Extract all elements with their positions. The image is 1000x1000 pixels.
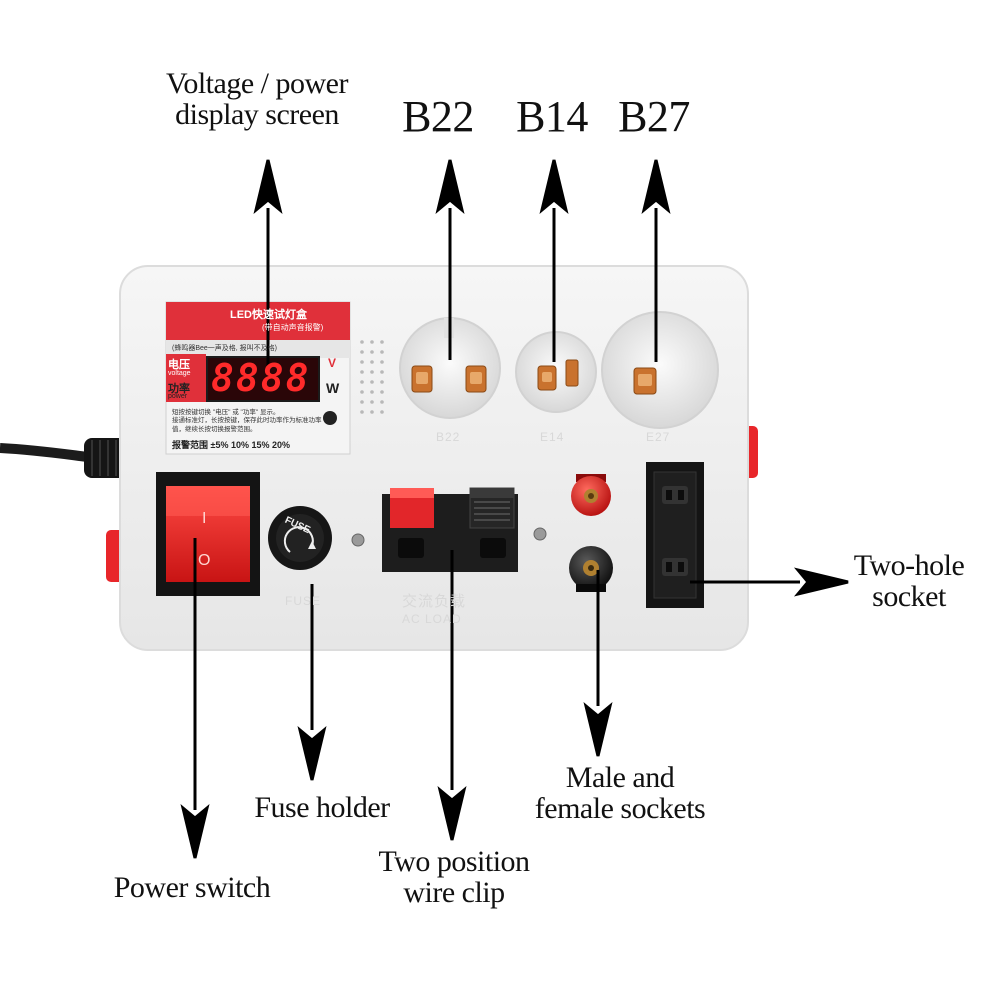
ac-load-en-marking: AC LOAD <box>402 612 462 626</box>
socket-e14-marking: E14 <box>540 430 565 444</box>
instruction-note-2: 接通标准灯，长按按键，保存此时功率作为标准功率值，继续长按切换报警范围。 <box>172 417 322 433</box>
buzzer-grille <box>360 340 384 414</box>
unit-w: W <box>326 380 340 396</box>
screw-left <box>351 533 365 547</box>
power-cable <box>0 438 128 478</box>
callout-arrows <box>180 159 849 859</box>
label-fuse-holder: Fuse holder <box>254 791 390 824</box>
male-female-sockets[interactable] <box>569 474 613 592</box>
instruction-note-1: 短按按键切换 "电压" 或 "功率" 显示。 <box>172 409 280 416</box>
fuse-marking: FUSE <box>285 594 322 608</box>
label-two-position-wire-clip: Two position wire clip <box>378 845 530 909</box>
display-panel <box>165 301 351 455</box>
power-switch[interactable] <box>156 472 260 596</box>
ac-load-cn-marking: 交流负载 <box>402 593 467 610</box>
screw-right <box>533 527 547 541</box>
panel-title: LED快速试灯盒 <box>230 309 307 321</box>
panel-subtitle: (带自动声音报警) <box>262 323 324 332</box>
alarm-range: 报警范围 ±5% 10% 15% 20% <box>172 440 290 450</box>
wire-clip[interactable] <box>382 487 518 572</box>
socket-e27-marking: E27 <box>646 430 671 444</box>
buzzer-note: (蜂鸣器Bee一声及格, 报叫不及格) <box>172 345 278 352</box>
b27-socket[interactable] <box>601 311 719 429</box>
fuse-holder[interactable] <box>268 506 332 570</box>
switch-off-mark: O <box>198 552 211 569</box>
voltage-cn: 电压 <box>168 359 190 371</box>
label-display-screen: Voltage / power display screen <box>166 67 348 131</box>
unit-v: V <box>328 356 337 370</box>
switch-on-mark: I <box>202 510 207 527</box>
voltage-en: voltage <box>168 370 191 377</box>
label-b27: B27 <box>618 92 690 141</box>
two-hole-socket[interactable] <box>646 462 704 608</box>
b22-socket[interactable] <box>399 317 501 419</box>
label-power-switch: Power switch <box>113 871 271 904</box>
socket-b22-marking: B22 <box>436 430 461 444</box>
label-two-hole-socket: Two-hole socket <box>853 549 965 613</box>
label-b22: B22 <box>402 92 474 141</box>
b14-socket[interactable] <box>515 331 597 413</box>
seven-segment-readout: 8888 <box>211 356 311 400</box>
label-b14: B14 <box>516 92 588 141</box>
power-cn: 功率 <box>168 383 190 395</box>
label-male-female-sockets: Male and female sockets <box>534 761 706 825</box>
power-en: power <box>168 393 188 400</box>
